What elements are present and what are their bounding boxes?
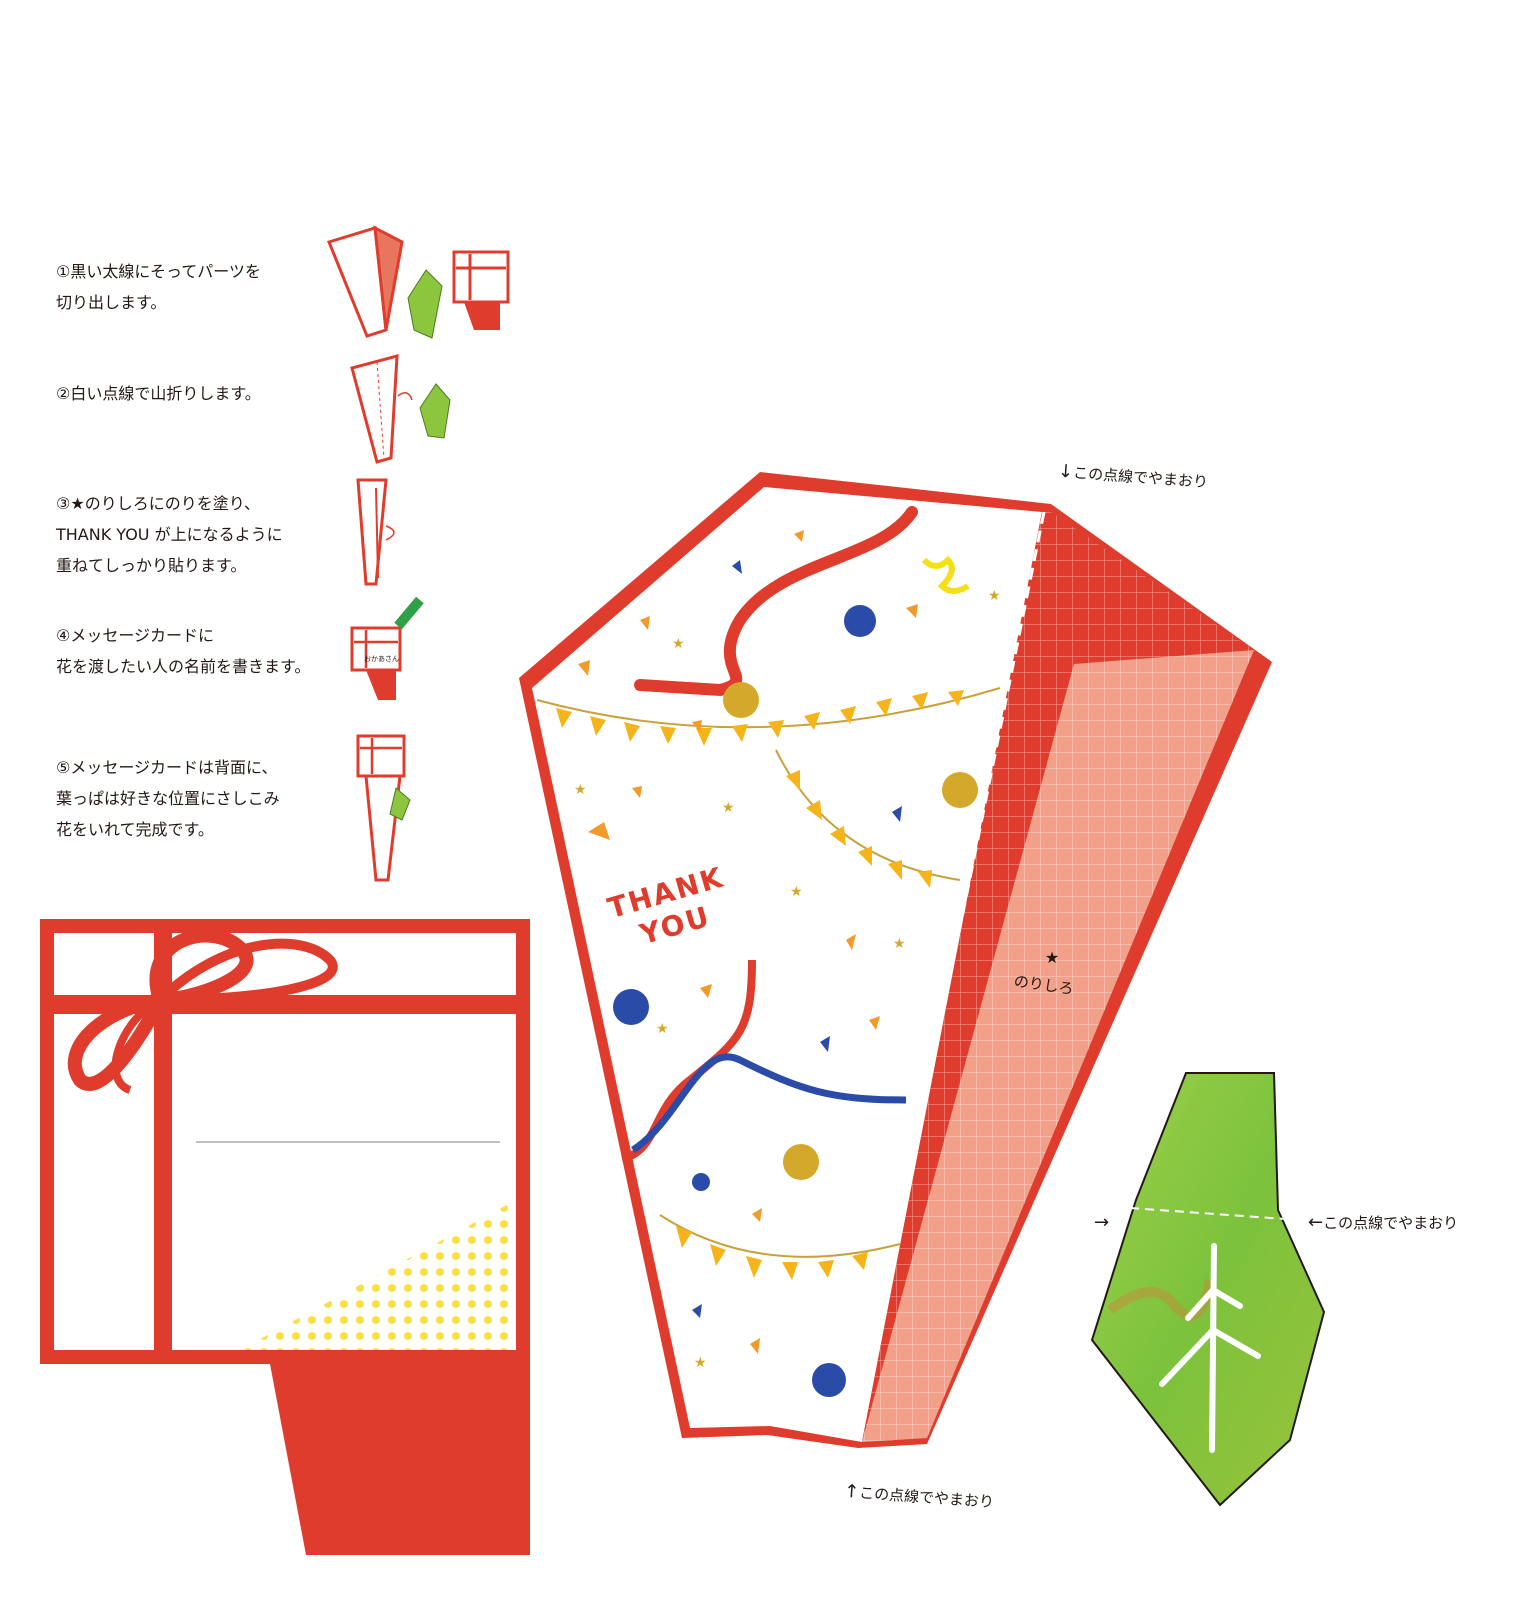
glue-star-icon: ★	[1045, 948, 1059, 967]
leaf-left-arrow: →	[1094, 1212, 1109, 1233]
step-3-illustration	[356, 478, 395, 586]
fold-line-leaf	[1129, 1207, 1301, 1221]
step-4-line-2: 花を渡したい人の名前を書きます。	[56, 657, 311, 676]
leaf-vein-icon	[1159, 1243, 1261, 1453]
step-5: ⑤メッセージカードは背面に、 葉っぱは好きな位置にさしこみ 花をいれて完成です。	[56, 752, 280, 845]
arrow-down-icon: ↓	[1057, 460, 1074, 483]
svg-text:★: ★	[893, 936, 906, 952]
step-1-line-2: 切り出します。	[56, 293, 167, 312]
svg-text:★: ★	[722, 800, 735, 816]
arrow-left-icon: ←	[1308, 1212, 1324, 1233]
step-1-line-1: ①黒い太線にそってパーツを	[56, 262, 261, 281]
svg-text:★: ★	[694, 1355, 707, 1371]
step-3-line-3: 重ねてしっかり貼ります。	[56, 556, 247, 575]
fold-line-cone	[854, 511, 1046, 1443]
cone-wrapper: ★★ ★★ ★★ ★★ THANK YOU ★ のりしろ	[519, 472, 1272, 1448]
step-4-illustration: おかあさん	[350, 596, 424, 700]
step-4: ④メッセージカードに 花を渡したい人の名前を書きます。	[56, 620, 310, 682]
step-2-illustration	[350, 354, 451, 464]
svg-text:★: ★	[656, 1021, 669, 1037]
step-1: ①黒い太線にそってパーツを 切り出します。	[56, 256, 261, 318]
svg-text:★: ★	[988, 588, 1001, 604]
leaf-part	[1090, 1072, 1326, 1507]
step-2: ②白い点線で山折りします。	[56, 378, 261, 409]
fold-label-leaf: ←この点線でやまおり	[1308, 1212, 1459, 1233]
step-5-illustration	[356, 734, 411, 882]
svg-text:★: ★	[790, 884, 803, 900]
step-5-line-2: 葉っぱは好きな位置にさしこみ	[56, 789, 280, 808]
svg-text:★: ★	[574, 782, 587, 798]
step-4-line-1: ④メッセージカードに	[56, 626, 215, 645]
step-5-line-1: ⑤メッセージカードは背面に、	[56, 758, 278, 777]
mini-card-name: おかあさん	[364, 655, 399, 663]
step-3-line-1: ③★のりしろにのりを塗り、	[56, 494, 261, 513]
arrow-right-icon: →	[1094, 1212, 1110, 1233]
message-card	[40, 919, 530, 1555]
step-3-line-2: THANK YOU が上になるように	[56, 525, 283, 544]
step-2-line-1: ②白い点線で山折りします。	[56, 384, 261, 403]
step-1-illustration	[326, 225, 510, 339]
svg-text:★: ★	[672, 636, 685, 652]
arrow-up-icon: ↑	[843, 1480, 860, 1503]
step-3: ③★のりしろにのりを塗り、 THANK YOU が上になるように 重ねてしっかり…	[56, 488, 283, 581]
step-5-line-3: 花をいれて完成です。	[56, 820, 214, 839]
